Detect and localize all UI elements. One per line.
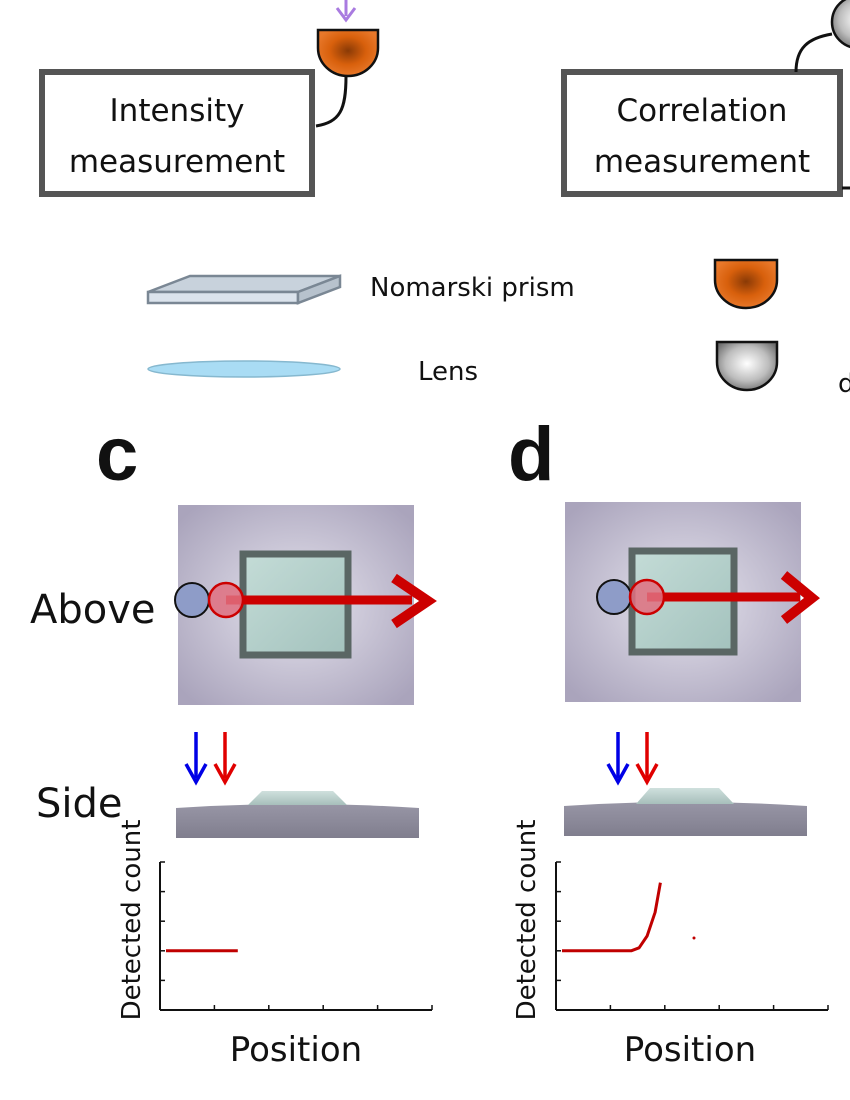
intensity-measurement-box: Intensity measurement [39, 69, 315, 197]
panel-c-above-label: Above [30, 587, 156, 633]
panel-c-plot: Detected count Position [117, 820, 433, 1070]
panel-c-above-view [174, 505, 437, 705]
panel-c-substrate [176, 804, 419, 838]
panel-d-side-sample [636, 788, 734, 804]
panel-c-down-arrows-icon [184, 732, 237, 786]
orange-detector-icon [316, 28, 380, 78]
panel-d-red-probe [628, 578, 666, 616]
panel-c-side-sample [248, 791, 347, 805]
intensity-box-line2: measurement [69, 144, 285, 180]
lens-label: Lens [418, 357, 478, 387]
panel-c-red-probe [207, 581, 245, 619]
panel-c-blue-probe [174, 582, 210, 618]
panel-d-plot: Detected count Position [512, 820, 829, 1070]
panel-d-above-view [565, 502, 820, 702]
lens-icon [147, 360, 341, 378]
panel-d-axes [555, 861, 829, 1011]
panel-c-xlabel: Position [230, 1030, 362, 1070]
gray-detector-icon [830, 0, 850, 49]
panel-d-curve [562, 882, 662, 953]
panel-c-side-label: Side [36, 781, 123, 827]
panel-d-substrate [564, 802, 807, 836]
panel-d-down-arrows-icon [606, 732, 659, 786]
correlation-measurement-box: Correlation measurement [561, 69, 843, 197]
panel-d-stray-point [692, 936, 696, 940]
panel-d-ylabel: Detected count [512, 820, 542, 1021]
correlation-cable [794, 32, 833, 73]
nomarski-prism-icon [146, 274, 342, 305]
intensity-box-line1: Intensity [110, 93, 245, 129]
correlation-box-line1: Correlation [617, 93, 788, 129]
intensity-cable [315, 75, 348, 128]
panel-c-side-view [176, 791, 419, 838]
panel-letter-c: c [96, 412, 138, 497]
legend-orange-detector-icon [713, 258, 779, 310]
legend-gray-detector-icon [715, 340, 779, 392]
prism-label: Nomarski prism [370, 273, 575, 303]
panel-c-ylabel: Detected count [117, 820, 147, 1021]
correlation-box-line2: measurement [594, 144, 810, 180]
panel-d-side-view [564, 788, 807, 836]
purple-beam-arrow-icon [335, 0, 357, 23]
panel-c-axes [159, 861, 433, 1011]
panel-d-curve-group [562, 882, 662, 953]
panel-d-xlabel: Position [624, 1030, 756, 1070]
panel-d-blue-probe [596, 579, 632, 615]
legend-cut-label: d [838, 369, 850, 399]
panel-letter-d: d [508, 412, 554, 497]
